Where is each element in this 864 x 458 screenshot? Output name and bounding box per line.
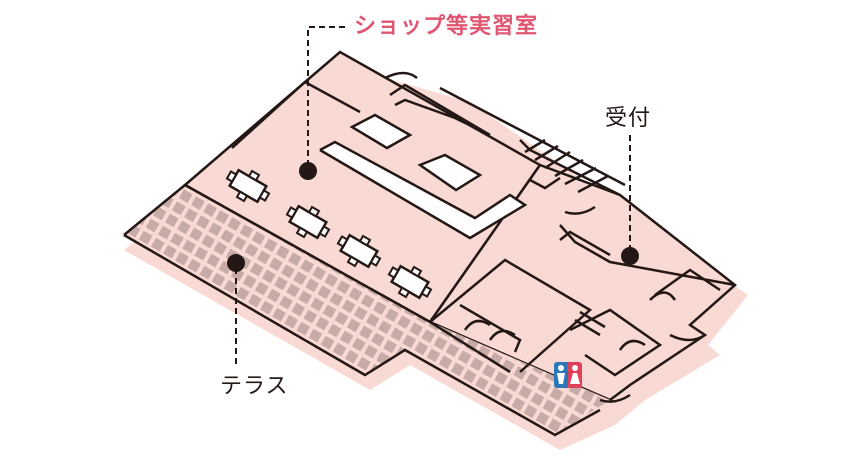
shop-room-marker [299,162,317,180]
shop-room-label: ショップ等実習室 [354,14,539,39]
restroom-icon [554,362,582,388]
table-4 [387,264,433,300]
table-3 [336,233,382,269]
table-2 [285,204,331,240]
table-1 [225,168,271,204]
male-icon [554,362,568,388]
terrace-marker [227,254,245,272]
shop-room-leader [307,26,345,165]
female-icon [568,362,582,388]
terrace-label: テラス [220,374,289,399]
interior-walls [231,71,736,403]
reception-label: 受付 [605,106,652,131]
reception-marker [621,247,639,265]
